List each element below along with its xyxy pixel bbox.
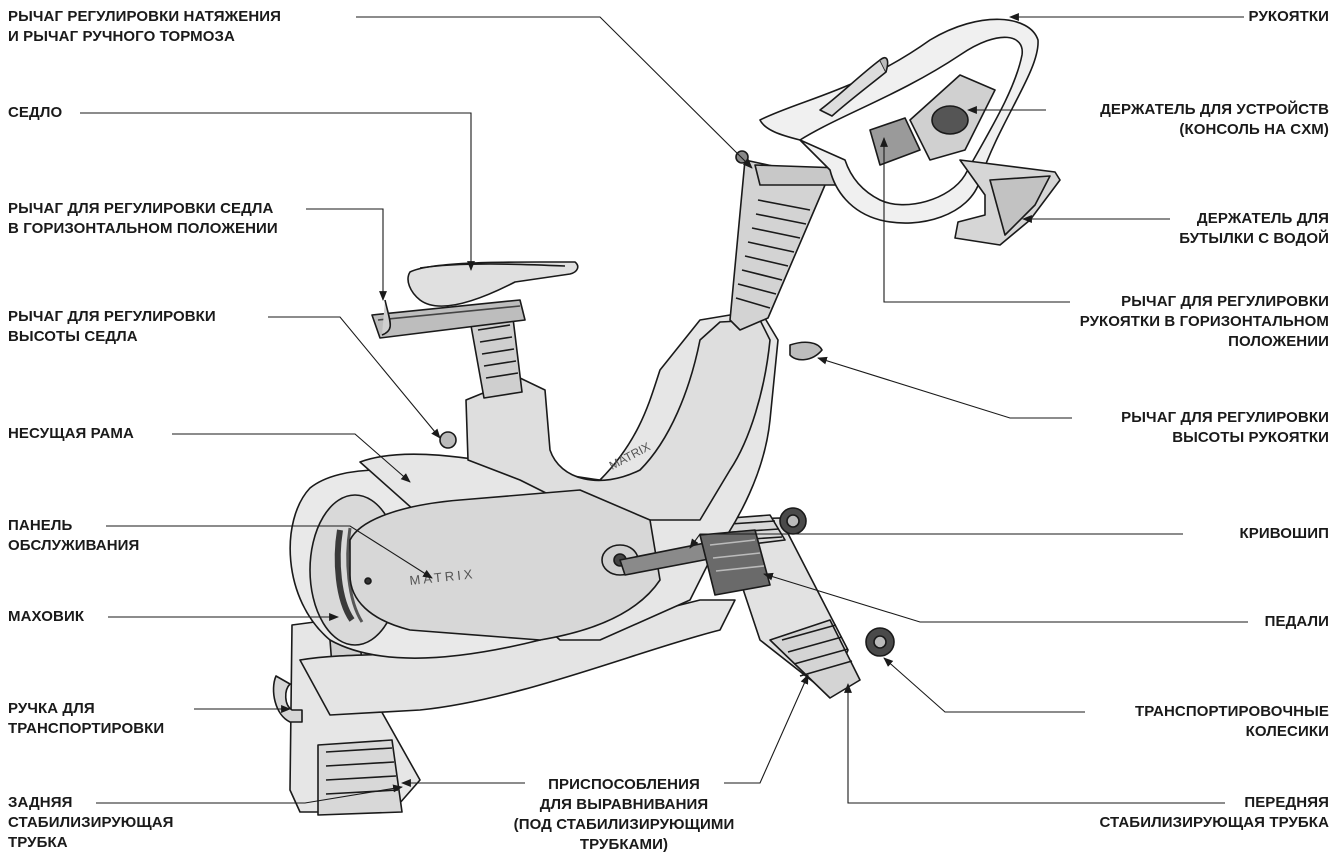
label-line: (ПОД СТАБИЛИЗИРУЮЩИМИ <box>513 816 735 833</box>
label-line: (КОНСОЛЬ НА CXM) <box>1179 121 1329 138</box>
label-seat: СЕДЛО <box>8 103 62 123</box>
label-handlebar-height: РЫЧАГ ДЛЯ РЕГУЛИРОВКИ ВЫСОТЫ РУКОЯТКИ <box>1121 408 1329 448</box>
label-line: РУКОЯТКИ В ГОРИЗОНТАЛЬНОМ <box>1079 313 1329 330</box>
label-line: ПЕДАЛИ <box>1264 613 1329 630</box>
label-line: ПОЛОЖЕНИИ <box>1228 333 1329 350</box>
label-line: ПАНЕЛЬ <box>8 517 73 534</box>
label-line: РЫЧАГ РЕГУЛИРОВКИ НАТЯЖЕНИЯ <box>8 8 282 25</box>
label-tension-brake: РЫЧАГ РЕГУЛИРОВКИ НАТЯЖЕНИЯ И РЫЧАГ РУЧН… <box>8 7 281 47</box>
leader-seat <box>80 112 475 271</box>
bike: MATRIX MATRIX <box>272 18 1061 816</box>
transport-wheels-drawing <box>779 507 895 657</box>
label-line: ДЕРЖАТЕЛЬ ДЛЯ УСТРОЙСТВ <box>1100 101 1329 118</box>
label-device-holder: ДЕРЖАТЕЛЬ ДЛЯ УСТРОЙСТВ (КОНСОЛЬ НА CXM) <box>1100 100 1329 140</box>
label-line: ДЛЯ ВЫРАВНИВАНИЯ <box>539 796 709 813</box>
label-line: РЫЧАГ ДЛЯ РЕГУЛИРОВКИ <box>8 308 216 325</box>
leader-pedals <box>763 572 1248 623</box>
label-line: ВЫСОТЫ СЕДЛА <box>8 328 138 345</box>
label-line: СЕДЛО <box>8 104 63 121</box>
label-line: РУЧКА ДЛЯ <box>8 700 95 717</box>
label-line: КОЛЕСИКИ <box>1245 723 1329 740</box>
seat-drawing <box>371 261 579 449</box>
label-line: СТАБИЛИЗИРУЮЩАЯ <box>8 814 174 831</box>
label-handlebar-horizontal: РЫЧАГ ДЛЯ РЕГУЛИРОВКИ РУКОЯТКИ В ГОРИЗОН… <box>1080 292 1329 352</box>
label-line: ТРАНСПОРТИРОВКИ <box>8 720 165 737</box>
leader-rear-stabilizer <box>96 784 403 804</box>
label-line: РЫЧАГ ДЛЯ РЕГУЛИРОВКИ <box>1121 293 1329 310</box>
leader-handlebar-horizontal <box>880 137 1070 303</box>
label-line: ПРИСПОСОБЛЕНИЯ <box>548 776 700 793</box>
label-wheels: ТРАНСПОРТИРОВОЧНЫЕ КОЛЕСИКИ <box>1135 702 1329 742</box>
leader-service-panel <box>106 525 433 579</box>
leader-handlebar-height <box>817 356 1072 419</box>
leader-lines <box>80 13 1248 804</box>
label-levelers: ПРИСПОСОБЛЕНИЯ ДЛЯ ВЫРАВНИВАНИЯ (ПОД СТА… <box>474 775 774 855</box>
label-line: ТРУБКА <box>8 834 68 851</box>
crank-pedal-drawing <box>601 529 771 596</box>
label-seat-horizontal: РЫЧАГ ДЛЯ РЕГУЛИРОВКИ СЕДЛА В ГОРИЗОНТАЛ… <box>8 199 278 239</box>
label-line: ТРАНСПОРТИРОВОЧНЫЕ <box>1134 703 1329 720</box>
leader-levelers-right <box>724 674 809 784</box>
label-line: КРИВОШИП <box>1239 525 1329 542</box>
label-line: РЫЧАГ ДЛЯ РЕГУЛИРОВКИ <box>1121 409 1329 426</box>
label-frame: НЕСУЩАЯ РАМА <box>8 424 134 444</box>
label-line: РЫЧАГ ДЛЯ РЕГУЛИРОВКИ СЕДЛА <box>8 200 274 217</box>
label-rear-stabilizer: ЗАДНЯЯ СТАБИЛИЗИРУЮЩАЯ ТРУБКА <box>8 793 174 853</box>
label-line: БУТЫЛКИ С ВОДОЙ <box>1179 230 1329 247</box>
label-line: И РЫЧАГ РУЧНОГО ТОРМОЗА <box>8 28 235 45</box>
leader-seat-horizontal <box>306 208 387 301</box>
leader-crank <box>689 533 1183 549</box>
leader-front-stabilizer <box>844 683 1225 804</box>
label-line: ТРУБКАМИ) <box>579 836 669 853</box>
bottle-holder-drawing <box>954 159 1061 246</box>
label-line: НЕСУЩАЯ РАМА <box>8 425 134 442</box>
label-front-stabilizer: ПЕРЕДНЯЯ СТАБИЛИЗИРУЮЩАЯ ТРУБКА <box>1100 793 1330 833</box>
label-handlebars: РУКОЯТКИ <box>1249 7 1329 27</box>
leader-seat-height <box>268 316 441 439</box>
label-line: ПЕРЕДНЯЯ <box>1244 794 1329 811</box>
label-crank: КРИВОШИП <box>1239 524 1329 544</box>
leader-wheels <box>883 657 1085 713</box>
leader-frame <box>172 433 411 483</box>
label-line: В ГОРИЗОНТАЛЬНОМ ПОЛОЖЕНИИ <box>8 220 278 237</box>
leader-tension-brake <box>356 16 753 169</box>
label-line: МАХОВИК <box>8 608 85 625</box>
label-line: ДЕРЖАТЕЛЬ ДЛЯ <box>1196 210 1329 227</box>
label-pedals: ПЕДАЛИ <box>1265 612 1329 632</box>
label-line: ЗАДНЯЯ <box>8 794 73 811</box>
label-line: СТАБИЛИЗИРУЮЩАЯ ТРУБКА <box>1099 814 1329 831</box>
label-service-panel: ПАНЕЛЬ ОБСЛУЖИВАНИЯ <box>8 516 139 556</box>
label-bottle-holder: ДЕРЖАТЕЛЬ ДЛЯ БУТЫЛКИ С ВОДОЙ <box>1179 209 1329 249</box>
label-line: ВЫСОТЫ РУКОЯТКИ <box>1172 429 1329 446</box>
label-seat-height: РЫЧАГ ДЛЯ РЕГУЛИРОВКИ ВЫСОТЫ СЕДЛА <box>8 307 216 347</box>
label-line: РУКОЯТКИ <box>1248 8 1329 25</box>
transport-handle-drawing <box>272 675 303 723</box>
label-transport-handle: РУЧКА ДЛЯ ТРАНСПОРТИРОВКИ <box>8 699 164 739</box>
label-flywheel: МАХОВИК <box>8 607 84 627</box>
label-line: ОБСЛУЖИВАНИЯ <box>8 537 140 554</box>
